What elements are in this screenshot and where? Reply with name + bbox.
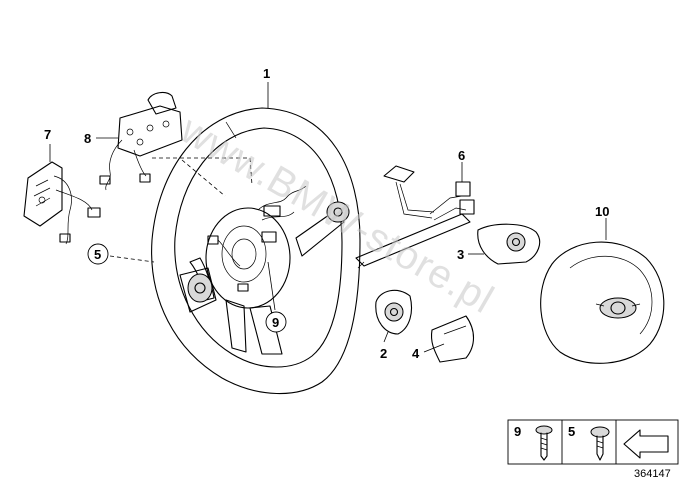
callout-4: 4 [412, 346, 420, 361]
screw-9-icon [535, 425, 553, 461]
callout-5-circle: 5 [87, 243, 109, 265]
callout-1: 1 [263, 66, 270, 81]
callout-6: 6 [458, 148, 465, 163]
screw-5-icon [590, 426, 610, 461]
airbag-module[interactable] [540, 241, 665, 364]
leader-lines [49, 82, 607, 353]
reference-number: 364147 [634, 468, 671, 480]
legend-label-9: 9 [514, 424, 521, 439]
callout-7: 7 [44, 127, 51, 142]
direction-arrow-icon [623, 429, 669, 459]
callout-5: 5 [94, 247, 101, 262]
trim-cover[interactable] [430, 315, 475, 363]
callout-9-circle: 9 [265, 311, 287, 333]
switch-plate-with-cable[interactable] [23, 161, 101, 245]
left-multifunction-switch[interactable] [375, 289, 413, 335]
fastener-legend: 9 5 [507, 419, 679, 465]
multifunction-switch-with-wiring[interactable] [99, 91, 253, 197]
callout-3: 3 [457, 247, 464, 262]
legend-label-5: 5 [568, 424, 575, 439]
callout-2: 2 [380, 346, 387, 361]
callout-8: 8 [84, 131, 91, 146]
callout-10: 10 [595, 204, 609, 219]
right-switch-cover[interactable] [477, 223, 541, 265]
steering-wheel[interactable] [151, 107, 361, 395]
watermark: www.BMW-store.pl [173, 107, 502, 322]
callout-9: 9 [272, 315, 279, 330]
cable-harness[interactable] [355, 165, 475, 269]
